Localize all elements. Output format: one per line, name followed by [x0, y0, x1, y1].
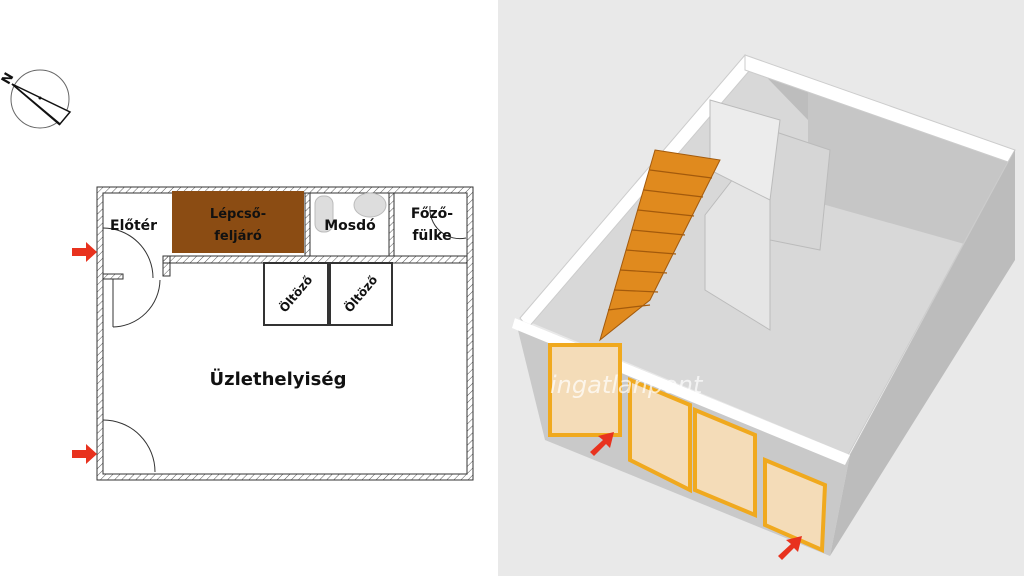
- entrance-arrow-icon: [590, 432, 802, 560]
- room-label-uzlet: Üzlethelyiség: [210, 368, 347, 390]
- room-label-fozo-2: fülke: [412, 228, 451, 244]
- staircase-area: [172, 191, 304, 253]
- room-label-eloter: Előtér: [110, 218, 157, 234]
- watermark: ingatlanpont: [550, 371, 704, 399]
- room-label-lepcso-2: feljáró: [214, 229, 262, 244]
- room-label-lepcso-1: Lépcső-: [210, 207, 266, 222]
- 3d-render: ingatlanpont: [498, 0, 1024, 576]
- compass-icon: N: [0, 69, 72, 129]
- room-label-mosdo: Mosdó: [324, 218, 376, 234]
- floor-plan: Előtér Lépcső- feljáró Mosdó Főző- fülke…: [96, 186, 474, 481]
- room-label-fozo-1: Főző-: [411, 206, 453, 222]
- entrance-arrow-icon: [72, 242, 97, 464]
